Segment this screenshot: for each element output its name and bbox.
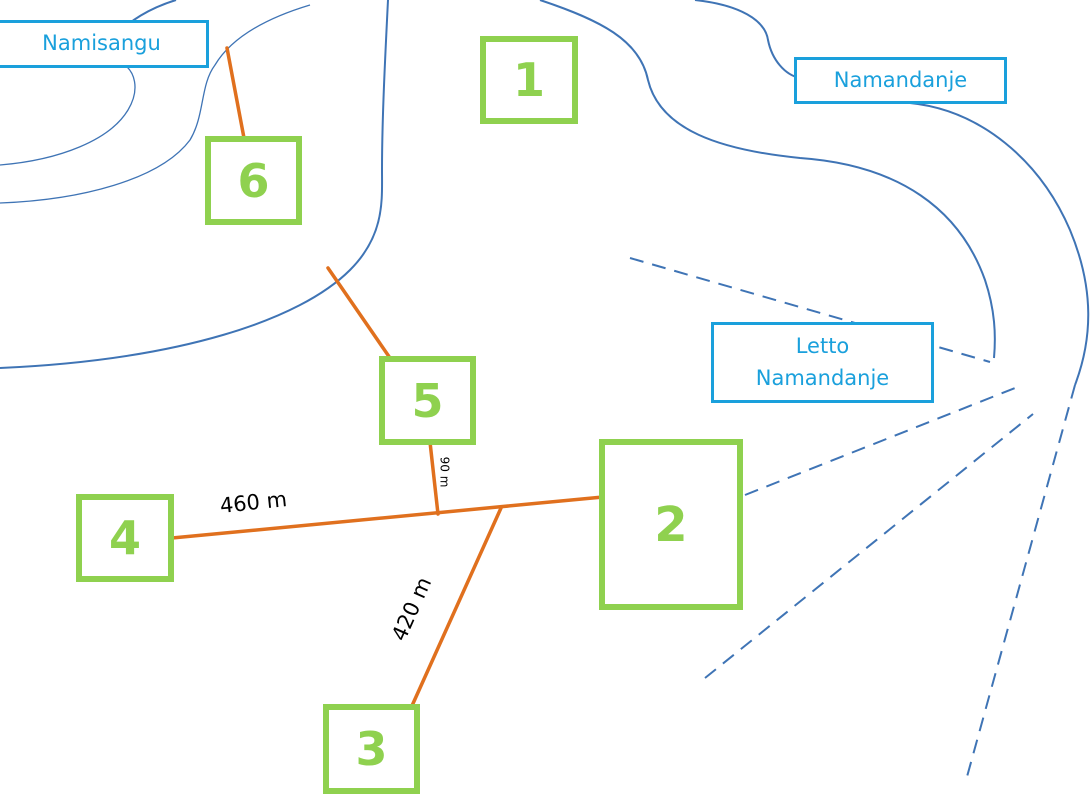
river-bank-main xyxy=(0,0,389,369)
place-label-letto-namandanje: Letto Namandanje xyxy=(711,322,934,403)
road-5-to-junction xyxy=(428,440,440,516)
site-box-3: 3 xyxy=(323,704,420,794)
site-box-6: 6 xyxy=(205,136,302,225)
site-box-4: 4 xyxy=(76,494,174,582)
road-junction-to-3 xyxy=(409,506,503,710)
place-label-namisangu: Namisangu xyxy=(0,20,209,68)
dashed-track-middle xyxy=(744,387,1016,496)
place-label-namandanje: Namandanje xyxy=(794,57,1007,104)
river-bank-northeast xyxy=(694,0,801,79)
site-box-2: 2 xyxy=(599,439,743,610)
contour-line-inner xyxy=(0,61,136,166)
road-to-site-6 xyxy=(225,46,246,140)
road-4-to-2 xyxy=(170,495,605,540)
dashed-track-lower xyxy=(704,413,1034,679)
contour-line-outer xyxy=(0,4,311,204)
river-bank-east xyxy=(909,102,1090,386)
site-box-1: 1 xyxy=(480,36,578,124)
distance-label-90m: 90 m xyxy=(437,456,452,488)
dashed-track-east xyxy=(964,384,1076,784)
site-box-5: 5 xyxy=(379,356,476,445)
road-to-site-5 xyxy=(326,266,392,360)
river-bank-north xyxy=(539,0,996,359)
